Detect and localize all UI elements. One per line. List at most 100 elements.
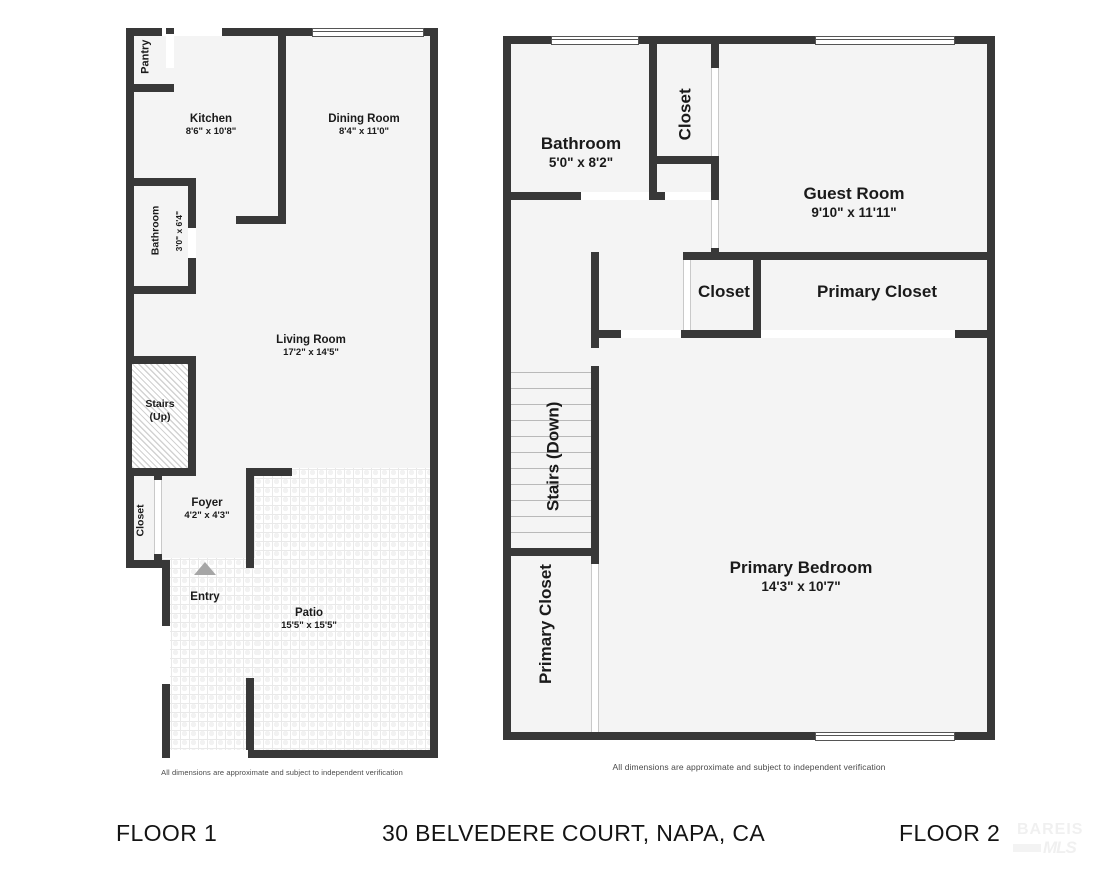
wall-foyer-right-vert	[246, 468, 254, 568]
floor2-plan: Bathroom 5'0" x 8'2" Closet Guest Room 9…	[503, 36, 995, 772]
wall2-closet-upper-right-lower	[711, 156, 719, 200]
room-label-dining-room: Dining Room 8'4" x 11'0"	[294, 112, 434, 138]
kitchen-dimensions: 8'6" x 10'8"	[185, 126, 237, 138]
wall2-exterior-top	[503, 36, 995, 44]
wall-kitchen-right	[278, 28, 286, 224]
bathroom-f1-name: Bathroom	[149, 205, 162, 256]
wall2-exterior-right	[987, 36, 995, 740]
guest-room-door-gap	[711, 200, 719, 248]
wall-bath1-right-lower	[188, 256, 196, 294]
primary-bedroom-hall-opening	[621, 330, 681, 338]
wall2-primary-bed-top-pin	[599, 330, 621, 338]
wall-exterior-bottom	[162, 750, 438, 758]
room-label-closet-f1: Closet	[135, 490, 148, 550]
closet-mid-name: Closet	[698, 282, 750, 301]
room-label-pantry: Pantry	[139, 27, 152, 87]
wall2-closet-mid-bottom	[681, 330, 761, 338]
closet-upper-door	[711, 68, 719, 156]
dining-room-dimensions: 8'4" x 11'0"	[339, 126, 389, 138]
room-label-kitchen: Kitchen 8'6" x 10'8"	[156, 112, 266, 138]
patio-name: Patio	[294, 607, 324, 619]
closet-mid-door	[683, 260, 691, 334]
bathroom-f1-dimensions: 3'0" x 6'4"	[173, 210, 184, 252]
floor1-plan: Pantry Kitchen 8'6" x 10'8" Dining Room …	[124, 27, 438, 777]
closet-upper-hall-gap	[665, 192, 711, 200]
wall2-closet-upper-right	[711, 36, 719, 68]
dining-room-name: Dining Room	[328, 113, 400, 125]
pantry-name: Pantry	[139, 39, 152, 74]
patio-surface-left	[162, 558, 258, 758]
stairs-down-steps	[511, 372, 599, 548]
wall-closet-f1-bottom-pin	[154, 554, 162, 562]
wall2-closet-upper-pin	[649, 192, 665, 200]
living-room-dimensions: 17'2" x 14'5"	[283, 347, 339, 359]
window-guest-room-top	[815, 36, 955, 45]
room-label-living-room: Living Room 17'2" x 14'5"	[236, 333, 386, 359]
wall2-closet-upper-bottom	[649, 156, 719, 164]
kitchen-name: Kitchen	[189, 113, 233, 125]
wall2-guest-left-upper	[711, 36, 719, 44]
wall-closet-f1-top-pin	[154, 472, 162, 480]
foyer-name: Foyer	[191, 497, 223, 509]
bath1-door-opening	[188, 228, 196, 258]
living-room-name: Living Room	[276, 334, 346, 346]
floor2-disclaimer: All dimensions are approximate and subje…	[612, 762, 886, 772]
stairs-up-direction: (Up)	[149, 410, 171, 423]
room-label-primary-closet-bottom: Primary Closet	[535, 564, 556, 685]
window-dining-top	[312, 28, 424, 37]
entry-name: Entry	[190, 591, 220, 603]
primary-closet-right-opening	[761, 330, 955, 338]
window-primary-bedroom-bottom	[815, 732, 955, 741]
room-label-entry: Entry	[168, 590, 242, 604]
wall2-stairs-right-lower	[591, 366, 599, 562]
wall2-exterior-left	[503, 36, 511, 740]
primary-closet-bottom-name: Primary Closet	[535, 564, 555, 685]
closet-f1-name: Closet	[134, 504, 147, 537]
guest-room-name: Guest Room	[803, 184, 905, 203]
patio-gate-opening	[170, 750, 248, 758]
wall2-exterior-bottom	[503, 732, 995, 740]
logo-bar-shape	[1013, 844, 1041, 852]
entry-door-opening	[162, 626, 170, 684]
foyer-dimensions: 4'2" x 4'3"	[184, 510, 230, 522]
room-dim-bathroom-f1: 3'0" x 6'4"	[174, 191, 184, 271]
wall2-primary-closet-right-pin	[955, 330, 987, 338]
wall-bath1-bottom	[126, 286, 196, 294]
closet-upper-name: Closet	[675, 88, 695, 141]
wall-exterior-right	[430, 28, 438, 758]
bath2-door-opening	[581, 192, 649, 200]
room-label-bathroom-f1: Bathroom	[150, 187, 163, 273]
room-label-stairs-up: Stairs (Up)	[124, 398, 196, 424]
room-label-patio: Patio 15'5" x 15'5"	[254, 606, 364, 632]
wall-kitchen-bottom-stub	[236, 216, 286, 224]
bareis-mls-logo: BAREIS MLS	[1013, 821, 1095, 861]
wall-foyer-bottom-exterior	[126, 560, 170, 568]
room-label-foyer: Foyer 4'2" x 4'3"	[168, 496, 246, 522]
patio-dimensions: 15'5" x 15'5"	[281, 620, 337, 632]
room-label-primary-bedroom: Primary Bedroom 14'3" x 10'7"	[681, 558, 921, 595]
window-bathroom2-top	[551, 36, 639, 45]
bathroom-f2-name: Bathroom	[540, 134, 622, 153]
wall-pantry-bottom	[126, 84, 174, 92]
wall2-stairs-bottom	[503, 548, 599, 556]
door-opening-kitchen-top	[162, 28, 222, 36]
bathroom-f2-dimensions: 5'0" x 8'2"	[548, 154, 614, 170]
stairs-down-name: Stairs (Down)	[543, 401, 563, 512]
wall2-closet-mid-right	[753, 252, 761, 338]
wall2-closet-mid-top	[683, 252, 761, 260]
room-label-closet-upper: Closet	[676, 71, 697, 157]
wall2-bath-bottom-left	[503, 192, 581, 200]
guest-room-dimensions: 9'10" x 11'11"	[811, 204, 897, 220]
wall-stairs1-right	[188, 356, 196, 476]
entry-arrow-icon	[194, 562, 216, 575]
wall-bath1-right-upper	[188, 178, 196, 230]
stairs-up-hatch	[132, 362, 188, 472]
pantry-door-opening	[166, 34, 174, 68]
wall-foyer-top	[246, 468, 292, 476]
wall-patio-inner-stub	[246, 678, 254, 752]
room-label-primary-closet-right: Primary Closet	[777, 282, 977, 303]
wall-exterior-left-upper	[126, 28, 134, 568]
logo-mls-text: MLS	[1043, 838, 1077, 857]
room-label-closet-mid: Closet	[689, 282, 759, 303]
primary-closet-right-name: Primary Closet	[817, 282, 937, 301]
